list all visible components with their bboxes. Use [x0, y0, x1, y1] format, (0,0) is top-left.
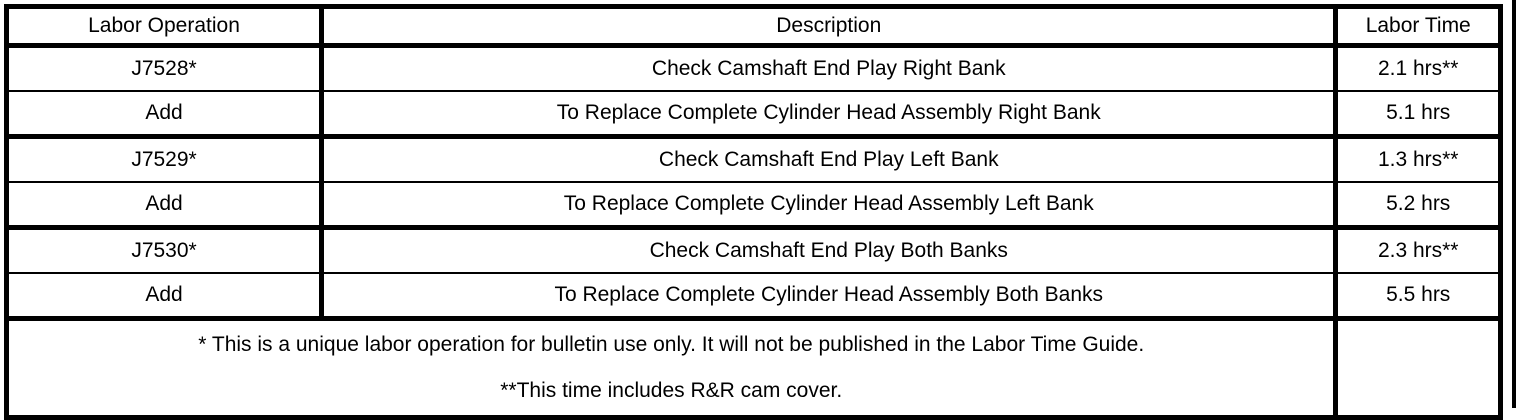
footnote-labor-time-cell [1335, 318, 1501, 418]
cell-labor-time: 5.2 hrs [1335, 182, 1501, 230]
cell-description: Check Camshaft End Play Both Banks [321, 227, 1339, 274]
cell-labor-time: 2.3 hrs** [1335, 227, 1501, 274]
table-body: J7528* Check Camshaft End Play Right Ban… [6, 45, 1501, 418]
cell-description: To Replace Complete Cylinder Head Assemb… [321, 273, 1339, 321]
cell-labor-operation: Add [6, 91, 325, 139]
column-header-description: Description [321, 6, 1339, 48]
footnote-spacer [9, 357, 1333, 379]
cell-description: Check Camshaft End Play Left Bank [321, 136, 1339, 183]
table-header-row: Labor Operation Description Labor Time [6, 6, 1501, 48]
table-row: J7529* Check Camshaft End Play Left Bank… [6, 136, 1501, 183]
cell-labor-operation: J7530* [6, 227, 325, 274]
cell-labor-operation: Add [6, 273, 325, 321]
table-header: Labor Operation Description Labor Time [6, 6, 1501, 48]
page-edge-rule [1512, 0, 1516, 408]
cell-description: To Replace Complete Cylinder Head Assemb… [321, 91, 1339, 139]
labor-operation-table: Labor Operation Description Labor Time J… [4, 4, 1503, 420]
cell-labor-operation: Add [6, 182, 325, 230]
cell-labor-time: 5.1 hrs [1335, 91, 1501, 139]
footnote-cell: * This is a unique labor operation for b… [6, 318, 1339, 418]
cell-labor-operation: J7528* [6, 45, 325, 92]
table-row: Add To Replace Complete Cylinder Head As… [6, 182, 1501, 230]
footnote-asterisk-note: * This is a unique labor operation for b… [198, 332, 1145, 356]
column-header-labor-operation: Labor Operation [6, 6, 325, 48]
footnote-double-asterisk-note: **This time includes R&R cam cover. [500, 379, 843, 402]
document-page: Labor Operation Description Labor Time J… [4, 0, 1516, 420]
cell-labor-time: 5.5 hrs [1335, 273, 1501, 321]
table-row: J7528* Check Camshaft End Play Right Ban… [6, 45, 1501, 92]
cell-description: Check Camshaft End Play Right Bank [321, 45, 1339, 92]
cell-labor-operation: J7529* [6, 136, 325, 183]
table-row: J7530* Check Camshaft End Play Both Bank… [6, 227, 1501, 274]
table-row: Add To Replace Complete Cylinder Head As… [6, 91, 1501, 139]
column-header-labor-time: Labor Time [1335, 6, 1501, 48]
table-footnote-row: * This is a unique labor operation for b… [6, 318, 1501, 418]
cell-labor-time: 1.3 hrs** [1335, 136, 1501, 183]
cell-description: To Replace Complete Cylinder Head Assemb… [321, 182, 1339, 230]
table-row: Add To Replace Complete Cylinder Head As… [6, 273, 1501, 321]
cell-labor-time: 2.1 hrs** [1335, 45, 1501, 92]
